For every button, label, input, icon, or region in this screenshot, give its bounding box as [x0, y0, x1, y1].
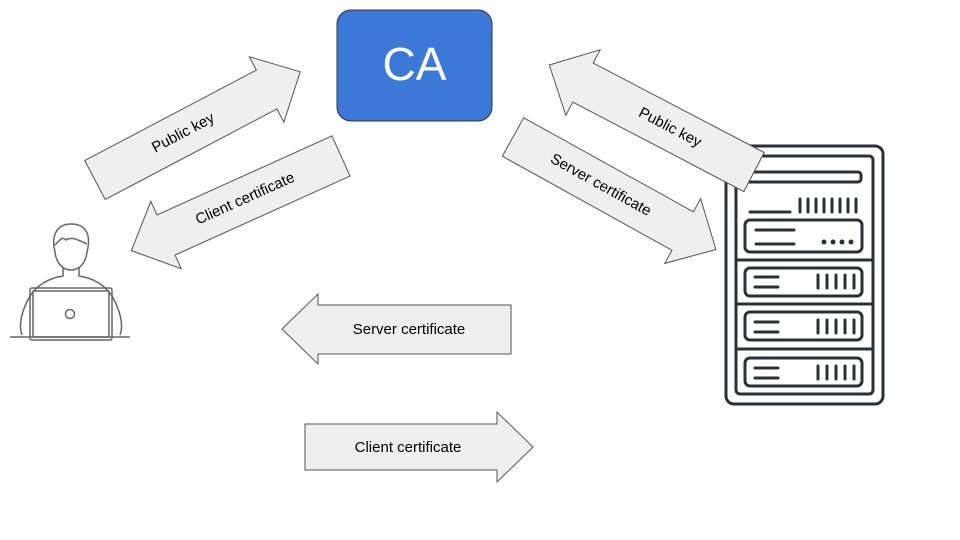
arrow-server-public-key-overlay — [689, 124, 765, 193]
arrow-ca-server-certificate: Server certificate — [501, 117, 717, 265]
server-vent-top — [798, 197, 858, 214]
arrow-label-client-certificate-to-server: Client certificate — [355, 439, 462, 456]
server-rack-icon — [724, 144, 885, 406]
person-laptop-icon — [10, 223, 130, 341]
ca-node: CA — [336, 9, 493, 122]
ca-label: CA — [383, 38, 447, 90]
arrow-label-server-certificate-to-client: Server certificate — [353, 321, 466, 338]
arrow-server-certificate-to-client: Server certificate — [281, 292, 512, 366]
arrow-client-certificate-to-server: Client certificate — [304, 410, 534, 484]
